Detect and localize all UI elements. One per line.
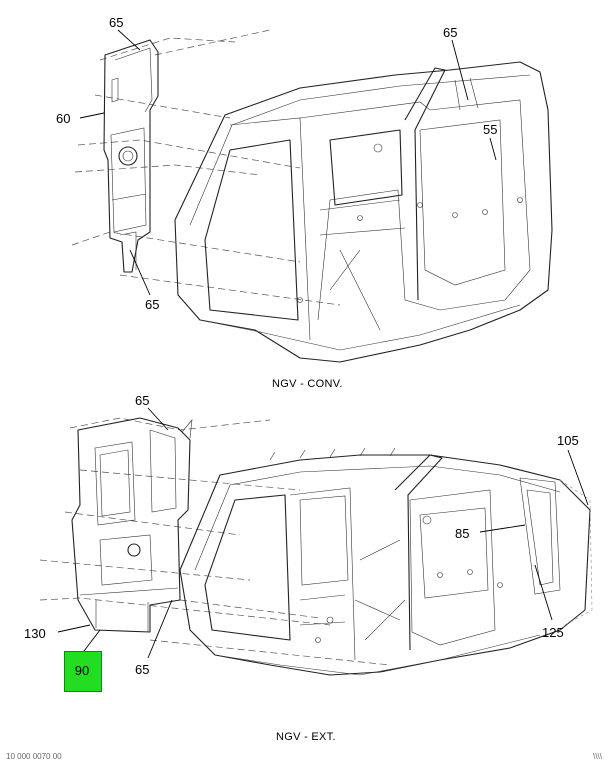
callout-bottom-cab-far-right: 105 (557, 433, 579, 448)
callout-bottom-panel-lower: 65 (135, 662, 149, 677)
top-rear-panel (103, 39, 159, 273)
callout-bottom-panel-upper: 65 (135, 393, 149, 408)
callout-bottom-cab-lower-right: 125 (542, 625, 564, 640)
callout-highlighted[interactable]: 90 (74, 663, 90, 678)
callout-top-panel-left: 60 (56, 111, 70, 126)
top-cab-frame (174, 61, 553, 363)
callout-top-panel-lower: 65 (145, 297, 159, 312)
caption-bottom: NGV - EXT. (276, 731, 336, 743)
bottom-leaders (57, 407, 589, 659)
top-assembly (71, 29, 553, 363)
bottom-assembly (39, 407, 593, 676)
top-leaders (79, 29, 497, 296)
footer-part-number: 10 000 0070 00 (6, 752, 62, 761)
highlighted-part-box[interactable] (64, 651, 102, 692)
callout-bottom-panel-left: 130 (24, 626, 46, 641)
caption-top: NGV - CONV. (272, 378, 343, 390)
footer-corner-mark: \\\\ (593, 752, 602, 761)
callout-top-cab-right: 55 (483, 122, 497, 137)
bottom-cab-frame (179, 447, 593, 676)
bottom-guide-lines (39, 417, 391, 666)
callout-bottom-cab-mid: 85 (455, 526, 469, 541)
bottom-rear-panel (71, 417, 193, 633)
callout-top-cab-upper: 65 (443, 25, 457, 40)
callout-top-panel-upper: 65 (109, 15, 123, 30)
